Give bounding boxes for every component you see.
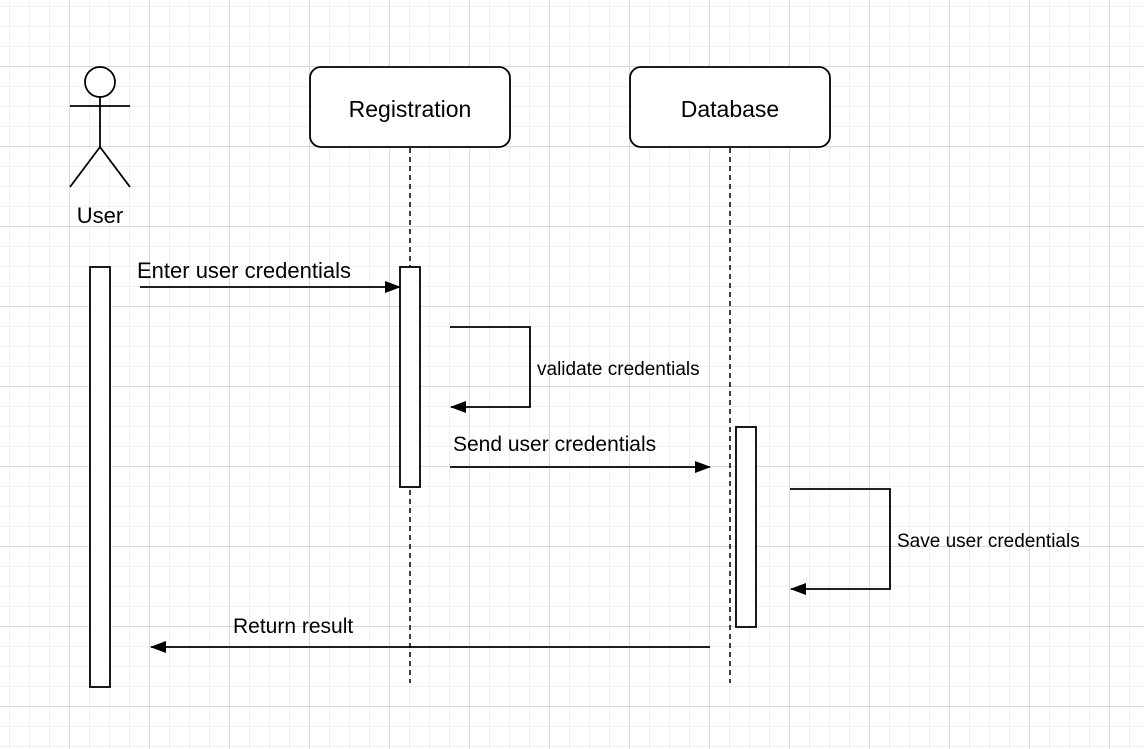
message-arrow xyxy=(790,488,891,595)
actor-user[interactable]: User xyxy=(69,66,131,228)
message-send-user-credentials[interactable]: Send user credentials xyxy=(450,433,711,473)
participant-registration[interactable]: Registration xyxy=(309,66,511,148)
participant-database-box xyxy=(629,66,831,148)
activation-bar-database[interactable] xyxy=(735,426,757,628)
message-save-user-credentials[interactable]: Save user credentials xyxy=(790,488,1080,595)
message-validate-credentials[interactable]: validate credentials xyxy=(450,326,700,413)
message-label: Send user credentials xyxy=(453,433,656,456)
activation-bar-registration[interactable] xyxy=(399,266,421,488)
actor-user-label: User xyxy=(77,203,123,228)
message-return-result[interactable]: Return result xyxy=(150,615,710,653)
participant-registration-box xyxy=(309,66,511,148)
stick-figure-icon xyxy=(69,66,131,188)
message-label: Enter user credentials xyxy=(137,258,351,283)
message-label: validate credentials xyxy=(537,359,700,380)
message-enter-user-credentials[interactable]: Enter user credentials xyxy=(137,258,401,293)
participant-registration-label: Registration xyxy=(349,96,472,122)
activation-bar-user[interactable] xyxy=(89,266,111,688)
participant-database[interactable]: Database xyxy=(629,66,831,148)
participant-database-label: Database xyxy=(681,96,779,122)
message-label: Return result xyxy=(233,615,353,638)
message-label: Save user credentials xyxy=(897,531,1080,552)
message-arrow xyxy=(450,326,531,413)
